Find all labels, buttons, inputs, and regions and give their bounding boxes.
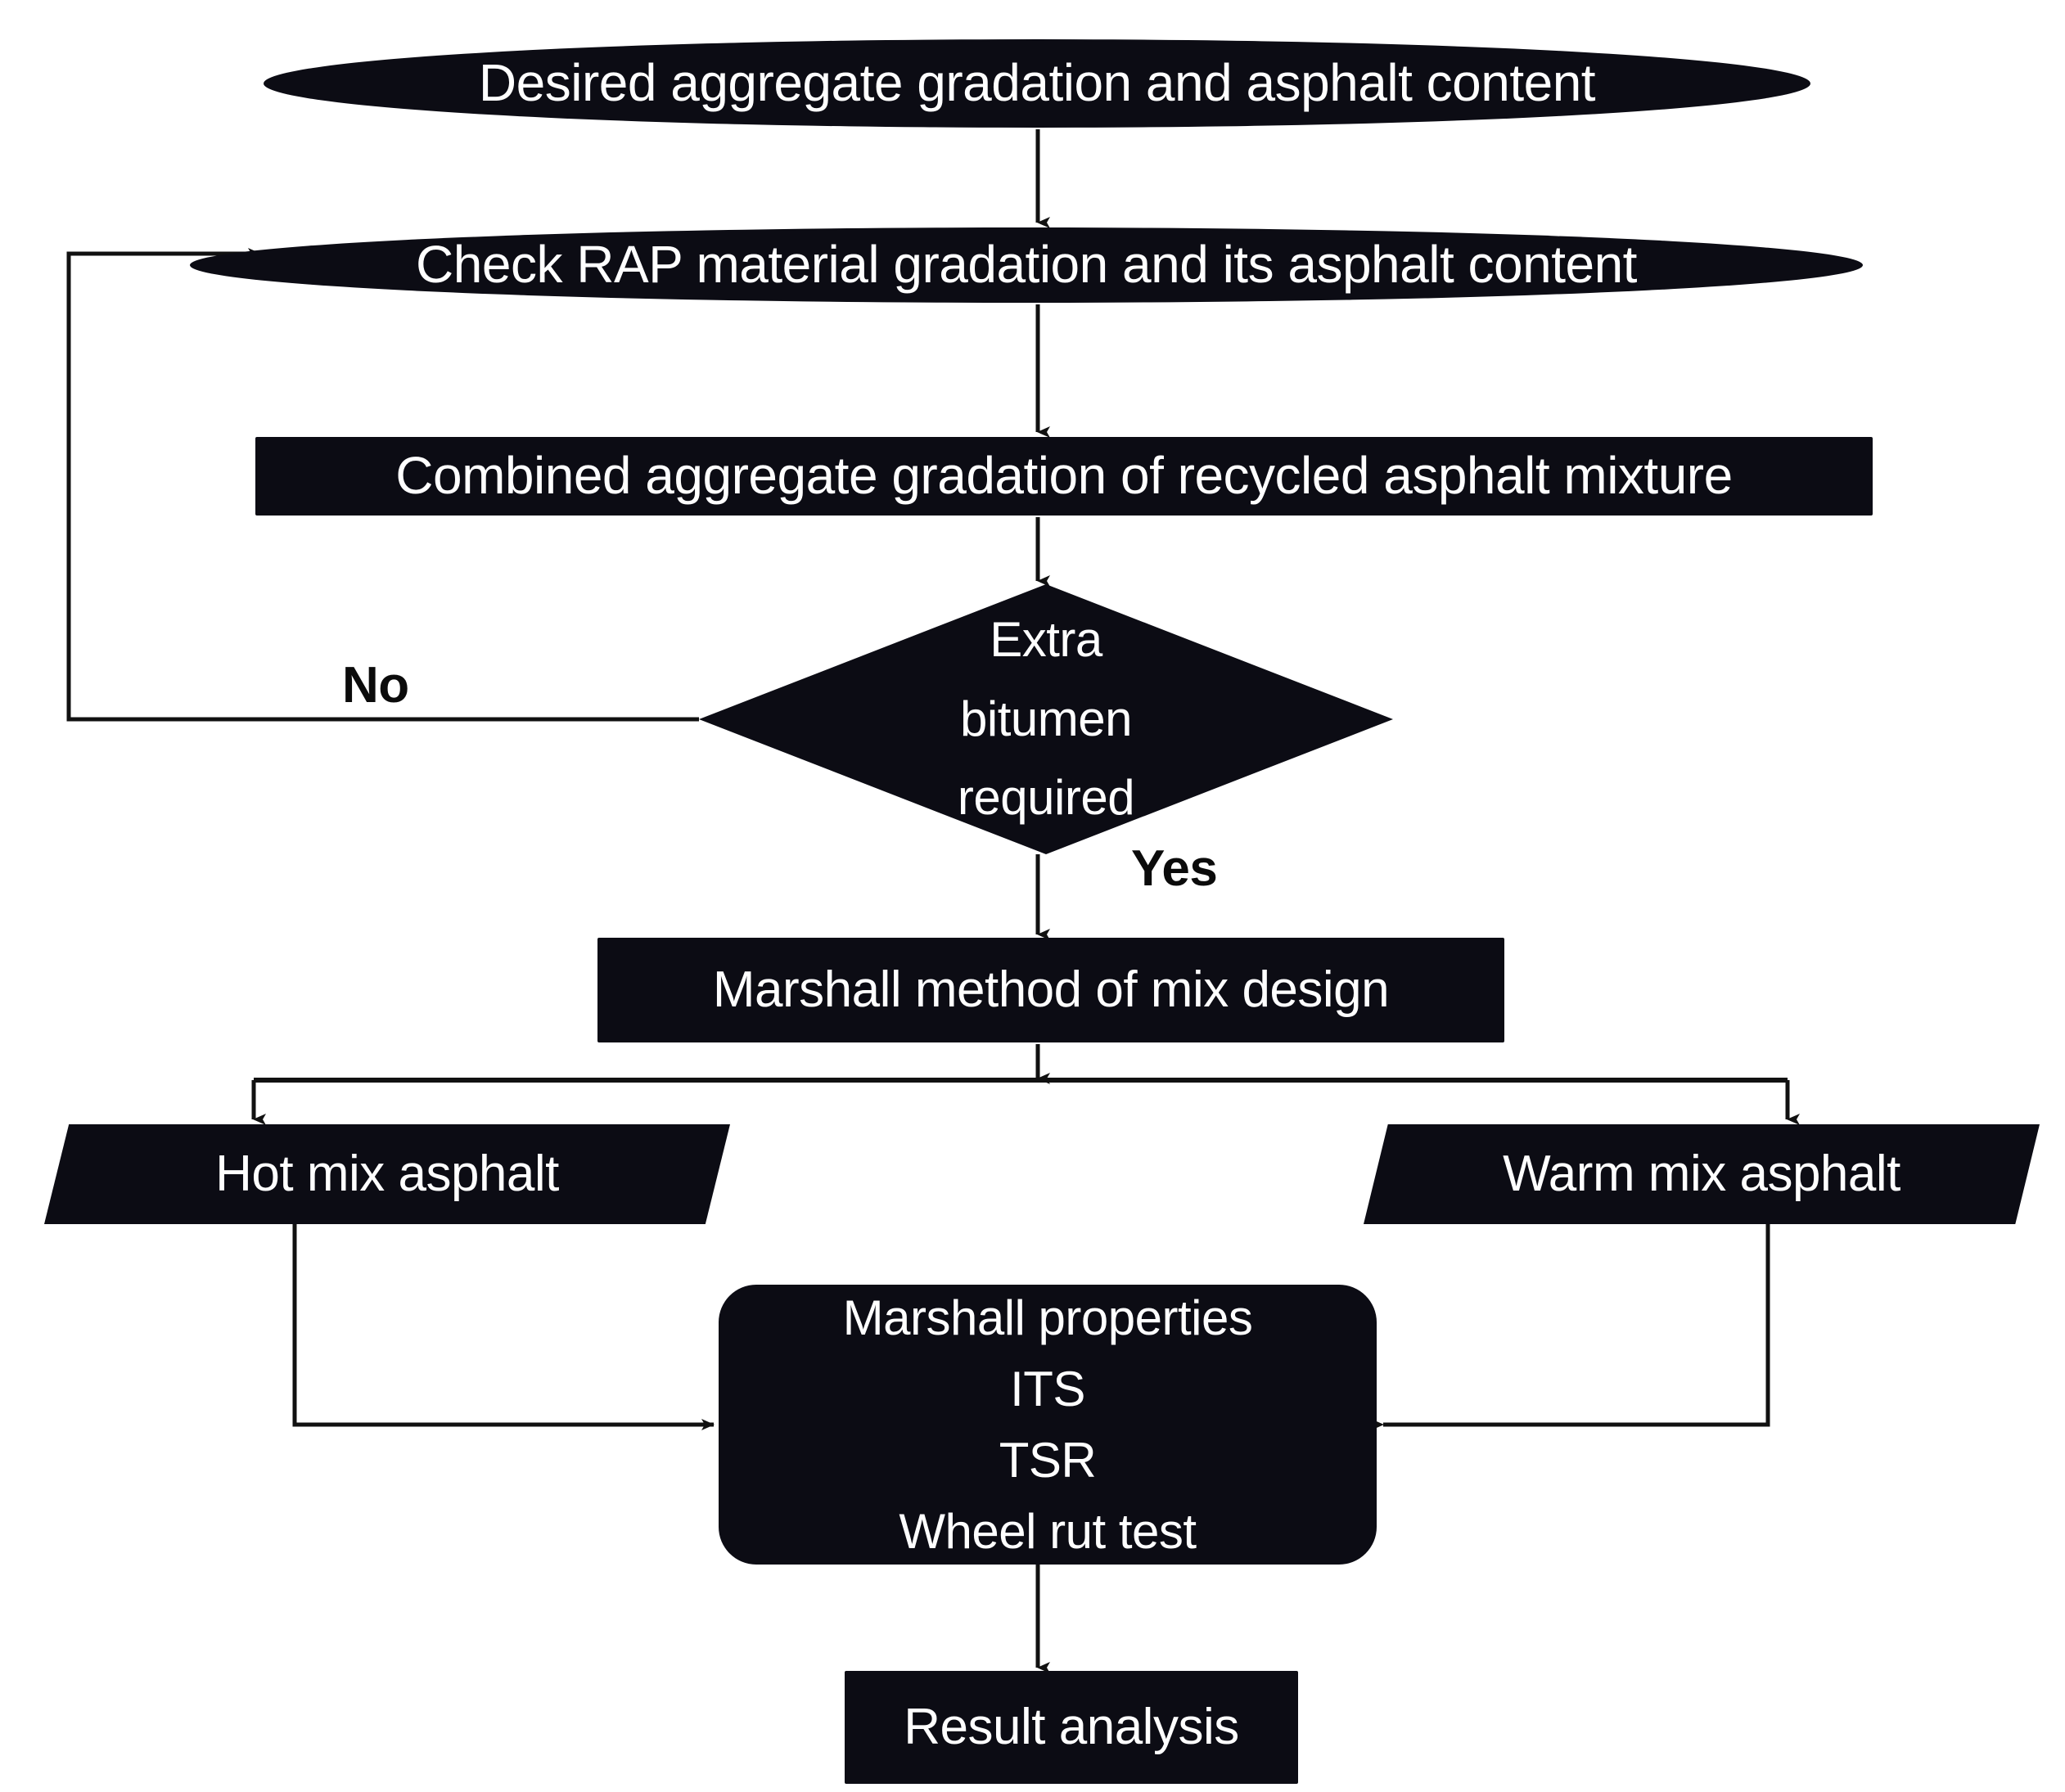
tests-text: Marshall properties ITS TSR Wheel rut te… bbox=[719, 1290, 1377, 1560]
edge-warmmix-to-tests bbox=[1371, 1224, 1770, 1430]
node-label: Hot mix asphalt bbox=[215, 1146, 559, 1203]
parallelogram-shape-icon bbox=[44, 1124, 730, 1224]
tests-line-1: Marshall properties bbox=[842, 1290, 1253, 1345]
edge-hotmix-to-tests bbox=[292, 1221, 715, 1430]
node-label: Desired aggregate gradation and asphalt … bbox=[478, 53, 1596, 113]
node-hot-mix-asphalt[interactable]: Hot mix asphalt bbox=[44, 1124, 730, 1224]
parallelogram-shape-icon bbox=[1364, 1124, 2040, 1224]
tests-line-2: ITS bbox=[1010, 1361, 1085, 1416]
tests-line-4: Wheel rut test bbox=[899, 1504, 1197, 1560]
node-label: Marshall method of mix design bbox=[712, 961, 1390, 1019]
node-label: Combined aggregate gradation of recycled… bbox=[395, 446, 1733, 506]
node-marshall-method-of-mix-design[interactable]: Marshall method of mix design bbox=[597, 938, 1504, 1042]
decision-line-1: Extra bbox=[990, 611, 1102, 667]
node-check-rap-material[interactable]: Check RAP material gradation and its asp… bbox=[190, 227, 1863, 303]
edge-label-no: No bbox=[342, 657, 409, 714]
node-label: Check RAP material gradation and its asp… bbox=[416, 235, 1637, 295]
node-label: Result analysis bbox=[904, 1699, 1239, 1756]
decision-line-2: bitumen bbox=[960, 691, 1132, 746]
node-warm-mix-asphalt[interactable]: Warm mix asphalt bbox=[1364, 1124, 2040, 1224]
tests-line-3: TSR bbox=[999, 1433, 1097, 1488]
node-result-analysis[interactable]: Result analysis bbox=[845, 1671, 1298, 1784]
node-label: Warm mix asphalt bbox=[1503, 1146, 1900, 1203]
node-decision-extra-bitumen[interactable]: Extra bitumen required bbox=[699, 584, 1393, 854]
node-test-properties[interactable]: Marshall properties ITS TSR Wheel rut te… bbox=[719, 1285, 1377, 1565]
edge-label-yes: Yes bbox=[1131, 840, 1218, 897]
decision-line-3: required bbox=[957, 770, 1135, 826]
node-combined-aggregate-gradation[interactable]: Combined aggregate gradation of recycled… bbox=[255, 437, 1873, 516]
node-desired-aggregate-gradation[interactable]: Desired aggregate gradation and asphalt … bbox=[264, 39, 1810, 128]
decision-text: Extra bitumen required bbox=[699, 609, 1393, 830]
